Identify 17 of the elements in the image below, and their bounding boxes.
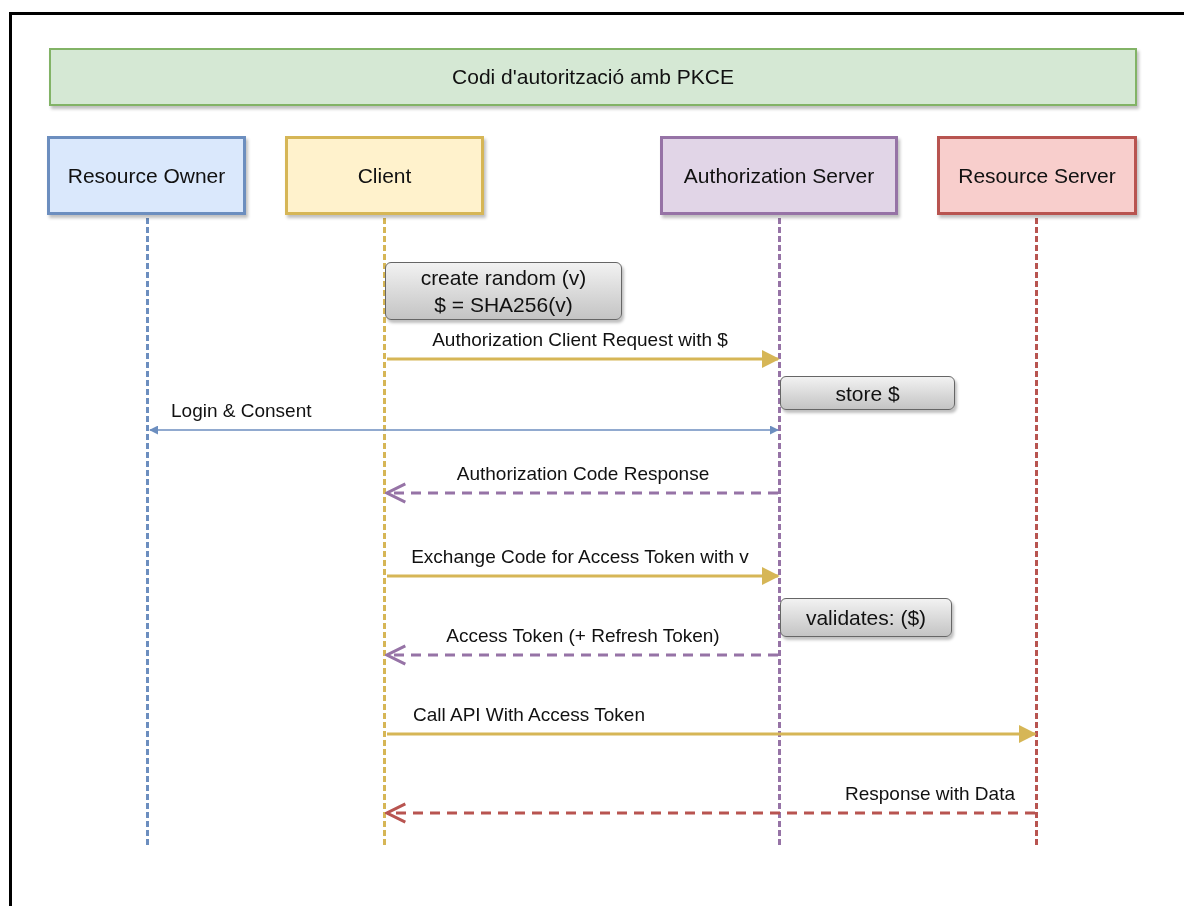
arrow — [387, 350, 780, 368]
title-band: Codi d'autorització amb PKCE — [49, 48, 1137, 106]
note-box: create random (v) $ = SHA256(v) — [385, 262, 622, 320]
participant-box: Client — [285, 136, 484, 215]
arrow — [387, 567, 780, 585]
dashed-arrow — [385, 644, 778, 666]
arrow — [387, 725, 1037, 743]
lifeline — [146, 218, 150, 845]
dashed-arrow — [385, 802, 1035, 824]
participant-box: Authorization Server — [660, 136, 898, 215]
note-box: validates: ($) — [780, 598, 952, 637]
dashed-arrow — [385, 482, 778, 504]
participant-box: Resource Server — [937, 136, 1137, 215]
arrow — [149, 425, 779, 435]
note-box: store $ — [780, 376, 955, 410]
lifeline — [1035, 218, 1039, 845]
participant-box: Resource Owner — [47, 136, 246, 215]
